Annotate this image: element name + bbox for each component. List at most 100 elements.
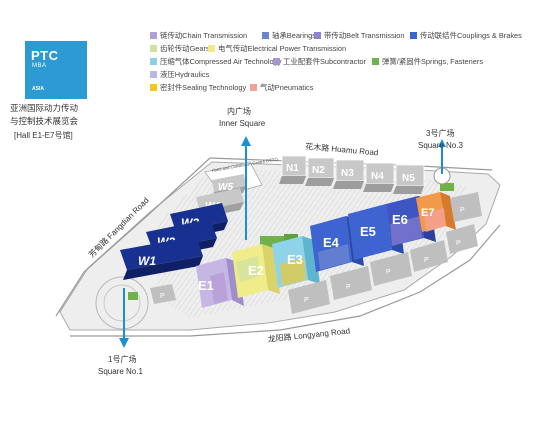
svg-text:E4: E4	[323, 235, 340, 250]
svg-text:N3: N3	[341, 168, 354, 179]
hall-e3[interactable]: E3	[272, 236, 320, 288]
svg-text:P: P	[460, 207, 465, 214]
parking-lot[interactable]: P	[446, 224, 478, 254]
legend-item: 传动联结件Couplings & Brakes	[410, 30, 522, 41]
inner-square-en: Inner Square	[219, 119, 266, 128]
legend-swatch	[150, 84, 157, 91]
legend-label: 齿轮传动Gears	[160, 44, 210, 53]
ptc-asia-logo: PTC MBA ASIA	[25, 41, 87, 99]
square-1-cn: 1号广场	[108, 354, 136, 364]
svg-text:P: P	[304, 297, 309, 304]
product-legend: 链传动Chain Transmission 轴承Bearings 带传动Belt…	[150, 30, 530, 115]
legend-label: 弹簧/紧固件Springs, Fasteners	[382, 57, 484, 66]
legend-label: 工业配套件Subcontractor	[283, 57, 366, 66]
hall-e7[interactable]: E7	[416, 192, 456, 232]
legend-label: 气动Pneumatics	[260, 83, 314, 92]
fangdian-road-line	[55, 157, 211, 317]
svg-text:P: P	[386, 269, 391, 276]
north-halls: N1 N2 N3 N4 N5	[279, 155, 425, 194]
svg-text:W1: W1	[138, 254, 156, 268]
hall-w1[interactable]: W1	[120, 236, 203, 280]
hall-n5[interactable]: N5	[393, 164, 425, 194]
svg-text:E7: E7	[421, 207, 434, 219]
parking-lot[interactable]: P	[288, 280, 330, 314]
legend-item: 压缩气体Compressed Air Technology	[150, 56, 281, 67]
logo-line-3: ASIA	[32, 86, 44, 92]
parking-lot[interactable]: P	[450, 192, 482, 222]
legend-item: 链传动Chain Transmission	[150, 30, 247, 41]
svg-text:N5: N5	[402, 173, 415, 184]
parking-lot[interactable]: P	[330, 266, 372, 300]
hall-n3[interactable]: N3	[333, 159, 365, 189]
hall-n1[interactable]: N1	[279, 155, 307, 184]
arrow-up-icon	[438, 139, 446, 147]
east-halls: E1 E2 E3 E4 E5 E6	[196, 192, 456, 308]
legend-swatch	[314, 32, 321, 39]
legend-item: 电气传动Electrical Power Transmission	[208, 43, 346, 54]
svg-text:E1: E1	[198, 278, 214, 293]
legend-swatch	[150, 71, 157, 78]
svg-text:E5: E5	[360, 224, 376, 239]
legend-label: 压缩气体Compressed Air Technology	[160, 57, 282, 66]
legend-label: 液压Hydraulics	[160, 70, 210, 79]
west-halls: W5 W4 W3 W2 W1	[120, 174, 246, 280]
hall-n4[interactable]: N4	[363, 162, 395, 192]
legend-swatch	[372, 58, 379, 65]
inner-square-cn: 内广场	[227, 106, 251, 116]
hall-e2[interactable]: E2	[232, 244, 280, 298]
huamu-road-label: 花木路 Huamu Road	[305, 141, 379, 157]
legend-label: 传动联结件Couplings & Brakes	[420, 31, 522, 40]
legend-item: 密封件Sealing Technology	[150, 82, 246, 93]
legend-item: 工业配套件Subcontractor	[273, 56, 366, 67]
parking-lot[interactable]: P	[370, 252, 412, 286]
parking-areas: P P P P P P P	[150, 192, 482, 314]
svg-text:N4: N4	[371, 171, 384, 182]
hall-e6[interactable]: E6	[386, 196, 436, 246]
legend-swatch	[150, 58, 157, 65]
green-area	[128, 292, 138, 300]
logo-line-1: PTC	[31, 48, 59, 63]
roundabout	[95, 276, 149, 330]
legend-swatch	[150, 45, 157, 52]
square-3-cn: 3号广场	[426, 128, 454, 138]
legend-label: 带传动Belt Transmission	[324, 31, 405, 40]
legend-item: 带传动Belt Transmission	[314, 30, 405, 41]
svg-text:P: P	[424, 257, 429, 264]
legend-swatch	[262, 32, 269, 39]
legend-label: 链传动Chain Transmission	[160, 31, 248, 40]
legend-label: 轴承Bearings	[272, 31, 316, 40]
longyang-road-label: 龙阳路 Longyang Road	[267, 325, 350, 344]
longyang-road-line	[70, 224, 501, 337]
svg-text:P: P	[346, 284, 351, 291]
exhibition-title-line-1: 亚洲国际动力传动	[10, 103, 79, 113]
logo-line-2: MBA	[32, 63, 47, 69]
svg-text:E2: E2	[248, 263, 264, 278]
legend-swatch	[273, 58, 280, 65]
svg-text:E6: E6	[392, 212, 408, 227]
svg-text:P: P	[456, 240, 461, 247]
legend-item: 气动Pneumatics	[250, 82, 313, 93]
svg-text:W5: W5	[218, 182, 233, 193]
legend-label: 密封件Sealing Technology	[160, 83, 247, 92]
svg-text:N2: N2	[312, 165, 325, 176]
legend-swatch	[250, 84, 257, 91]
svg-text:N1: N1	[286, 163, 299, 174]
hall-range: [Hall E1-E7号馆]	[14, 131, 73, 140]
exhibition-title-line-2: 与控制技术展览会	[10, 116, 79, 126]
parking-lot[interactable]: P	[410, 240, 448, 272]
hall-n2[interactable]: N2	[305, 157, 335, 186]
arrow-up-icon	[241, 136, 251, 146]
square-3-en: Square No.3	[418, 141, 463, 150]
green-area	[440, 183, 454, 191]
legend-item: 轴承Bearings	[262, 30, 316, 41]
parking-lot[interactable]: P	[150, 284, 176, 304]
square-1-en: Square No.1	[98, 367, 143, 376]
legend-swatch	[208, 45, 215, 52]
svg-text:P: P	[160, 293, 165, 300]
legend-item: 液压Hydraulics	[150, 69, 209, 80]
arrow-down-icon	[119, 338, 129, 348]
legend-item: 弹簧/紧固件Springs, Fasteners	[372, 56, 483, 67]
legend-swatch	[410, 32, 417, 39]
legend-item: 齿轮传动Gears	[150, 43, 210, 54]
